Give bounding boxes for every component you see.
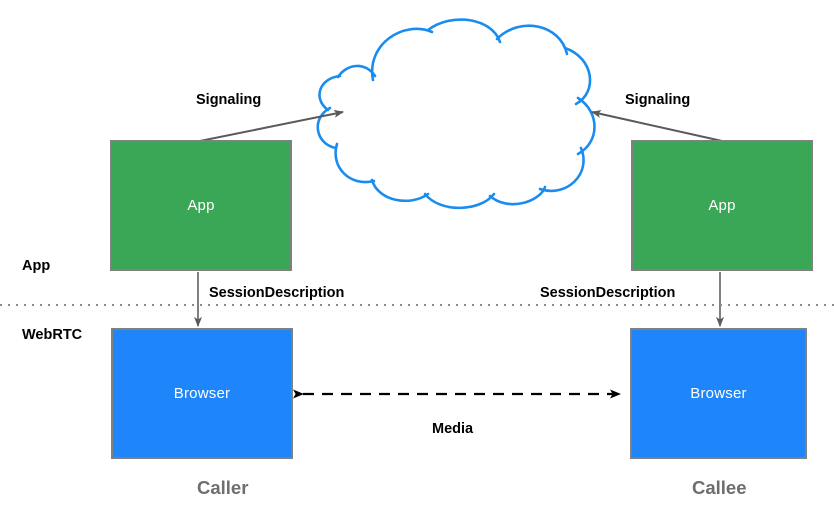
- role-label-callee: Callee: [692, 477, 747, 498]
- edge-label-sessiondescription-left: SessionDescription: [209, 285, 345, 301]
- edge-label-signaling-right: Signaling: [625, 92, 691, 108]
- edge-label-sessiondescription-right: SessionDescription: [540, 285, 676, 301]
- browser-box-callee[interactable]: Browser: [630, 328, 807, 459]
- edge-signaling-right-arrow: [591, 110, 723, 142]
- browser-box-caller-label: Browser: [173, 385, 231, 402]
- edge-label-media: Media: [432, 421, 474, 437]
- layer-label-webrtc: WebRTC: [22, 327, 83, 343]
- browser-box-callee-label: Browser: [690, 385, 747, 402]
- layer-label-app: App: [22, 258, 51, 274]
- browser-box-caller[interactable]: Browser: [111, 328, 293, 459]
- app-box-callee[interactable]: App: [631, 140, 813, 271]
- cloud-shape: [316, 18, 596, 210]
- edge-label-signaling-left: Signaling: [196, 92, 262, 108]
- edge-signaling-left-arrow: [199, 109, 344, 142]
- app-box-caller-label: App: [187, 197, 215, 214]
- app-box-caller[interactable]: App: [110, 140, 292, 271]
- role-label-caller: Caller: [197, 477, 249, 498]
- app-box-callee-label: App: [708, 197, 736, 214]
